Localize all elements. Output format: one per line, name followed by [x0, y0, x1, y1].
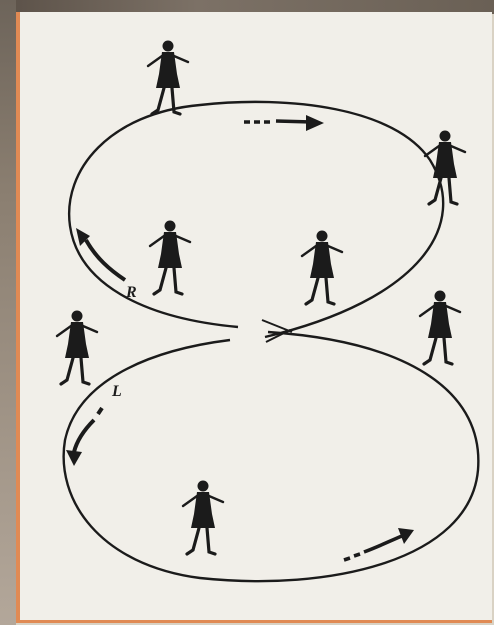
dancer-figure [148, 41, 188, 115]
arrow-lower-left [66, 408, 102, 466]
arrow-upper-left [76, 228, 125, 280]
direction-label-left: L [111, 383, 122, 400]
dancer-figure [150, 221, 190, 295]
dancer-figure [57, 311, 97, 385]
dancer-figure [425, 131, 465, 205]
direction-label-right: R [125, 284, 137, 301]
dancer-figure [420, 291, 460, 365]
dancer-figure [183, 481, 223, 555]
arrow-top-right [244, 115, 324, 131]
figure-eight-path [64, 102, 479, 581]
dancer-figure [302, 231, 342, 305]
